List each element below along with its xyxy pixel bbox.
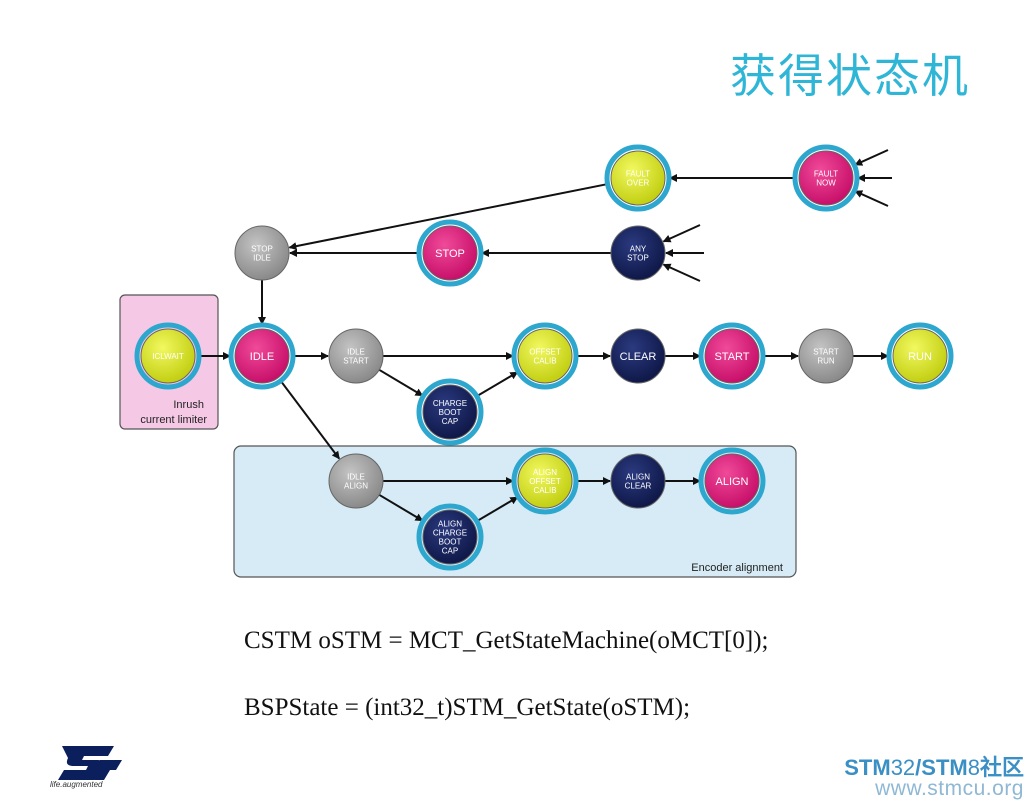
transition-arrow-fault_over-to-stop_idle	[288, 183, 608, 251]
incoming-arrow-any_stop-1	[662, 224, 701, 243]
state-align: ALIGN	[698, 447, 766, 515]
brand-url: www.stmcu.org	[875, 777, 1024, 800]
logo-tagline: life.augmented	[50, 780, 103, 789]
state-label: CLEAR	[620, 351, 657, 363]
transition-arrow-idle-to-idle_align	[279, 380, 340, 460]
incoming-arrow-fault_now-3	[854, 190, 889, 207]
state-label: IDLE	[250, 351, 274, 363]
state-machine-diagram: Inrush current limiter Encoder alignment…	[119, 144, 954, 578]
transition-arrow-idle_align-to-align_charge_boot_cap	[378, 493, 424, 522]
state-label: ICLWAIT	[152, 352, 184, 361]
brand-mark: STM32/STM8社区 www.stmcu.org	[844, 750, 1024, 801]
brand-stm8: /STM	[915, 755, 968, 780]
transition-arrow-idle_start-to-charge_boot_cap	[378, 368, 424, 397]
state-stop: STOP	[416, 219, 484, 287]
brand-8: 8	[967, 755, 980, 780]
incoming-arrow-fault_now-1	[854, 149, 889, 166]
state-run: RUN	[886, 322, 954, 390]
state-label: START	[714, 351, 749, 363]
brand-32: 32	[890, 755, 916, 780]
code-line-1: CSTM oSTM = MCT_GetStateMachine(oMCT[0])…	[244, 627, 769, 654]
state-label: STOP	[435, 248, 465, 260]
state-icl-wait: ICLWAIT	[134, 322, 202, 390]
slide-title: 获得状态机	[730, 49, 970, 103]
transition-arrow-align_charge_boot_cap-to-align_offset_calib	[476, 496, 519, 523]
state-label: ALIGN	[715, 476, 748, 488]
brand-stm: STM	[844, 755, 891, 780]
st-logo-icon	[58, 746, 122, 780]
code-line-2: BSPState = (int32_t)STM_GetState(oSTM);	[244, 694, 691, 721]
inrush-label: Inrush current limiter	[140, 399, 207, 426]
brand-community: 社区	[979, 755, 1024, 780]
transition-arrow-charge_boot_cap-to-offset_calib	[476, 371, 519, 398]
state-start: START	[698, 322, 766, 390]
state-label: RUN	[908, 351, 932, 363]
state-idle: IDLE	[228, 322, 296, 390]
incoming-arrow-any_stop-3	[662, 263, 701, 282]
encoder-alignment-label: Encoder alignment	[691, 562, 783, 574]
state-clear: CLEAR	[610, 328, 666, 384]
